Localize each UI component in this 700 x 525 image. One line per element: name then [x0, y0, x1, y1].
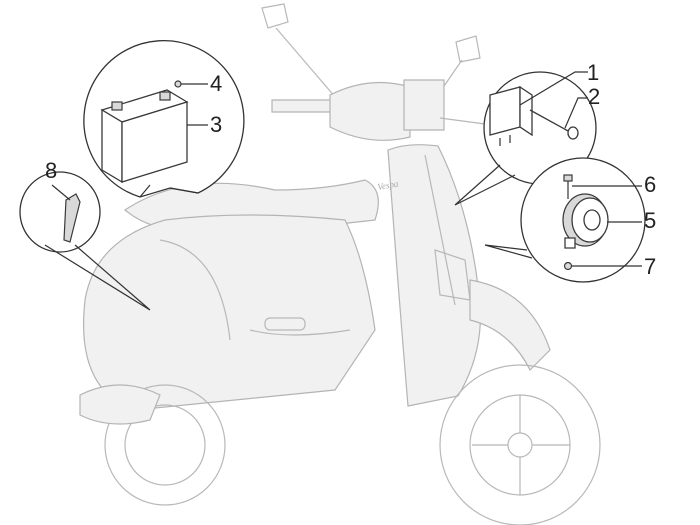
vespa-logo: Vespa — [377, 178, 400, 192]
callout-label-5: 5 — [644, 208, 657, 233]
relay-icon — [489, 85, 533, 146]
callout-label-2: 2 — [588, 84, 601, 109]
nut-icon — [563, 261, 573, 271]
bracket-callout — [19, 171, 151, 311]
battery-callout — [83, 40, 245, 198]
callout-label-6: 6 — [644, 172, 657, 197]
callout-label-7: 7 — [644, 254, 657, 279]
callout-label-4: 4 — [210, 71, 223, 96]
horn-icon — [562, 193, 609, 249]
callout-label-3: 3 — [210, 112, 223, 137]
scooter-outline — [79, 3, 601, 525]
horn-callout — [484, 157, 646, 283]
screw-icon — [529, 109, 579, 140]
bracket-icon — [63, 193, 81, 243]
callout-label-8: 8 — [45, 158, 58, 183]
callout-label-1: 1 — [587, 60, 600, 85]
battery-icon — [100, 89, 189, 184]
relay-callout — [454, 71, 597, 206]
bolt-icon — [563, 174, 573, 199]
cap-icon — [174, 80, 182, 88]
